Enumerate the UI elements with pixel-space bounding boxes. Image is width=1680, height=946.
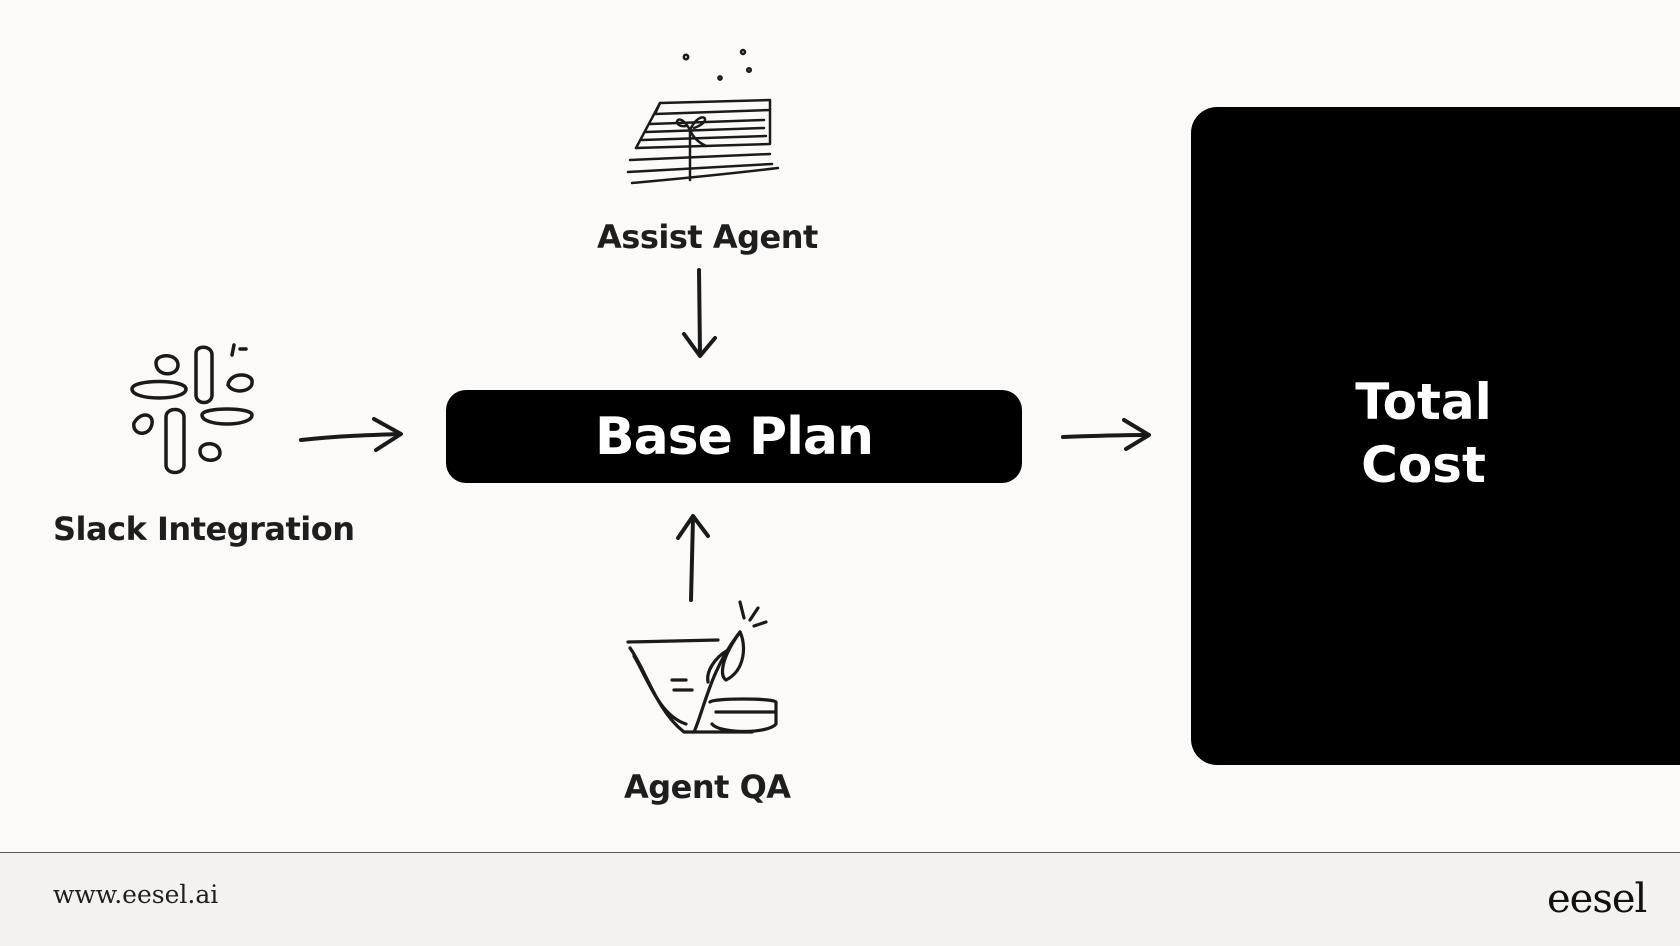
base-plan-box: Base Plan [446,390,1022,483]
assist-agent-label: Assist Agent [597,218,818,256]
arrow-down-icon [682,268,717,358]
total-cost-label: Total Cost [1355,373,1492,494]
slack-logo-icon [130,343,254,475]
slack-integration-label: Slack Integration [53,510,355,548]
footer-url[interactable]: www.eesel.ai [53,880,219,909]
footer-bar [0,852,1680,946]
agent-qa-label: Agent QA [624,768,791,806]
base-plan-label: Base Plan [594,406,874,467]
eesel-logo: eesel [1547,876,1647,922]
arrow-up-icon [676,514,710,602]
inkwell-quill-icon [626,600,778,734]
total-cost-box: Total Cost [1191,107,1680,765]
arrow-right-icon [299,417,403,452]
arrow-right-icon [1061,418,1151,451]
paper-stack-icon [626,48,780,185]
